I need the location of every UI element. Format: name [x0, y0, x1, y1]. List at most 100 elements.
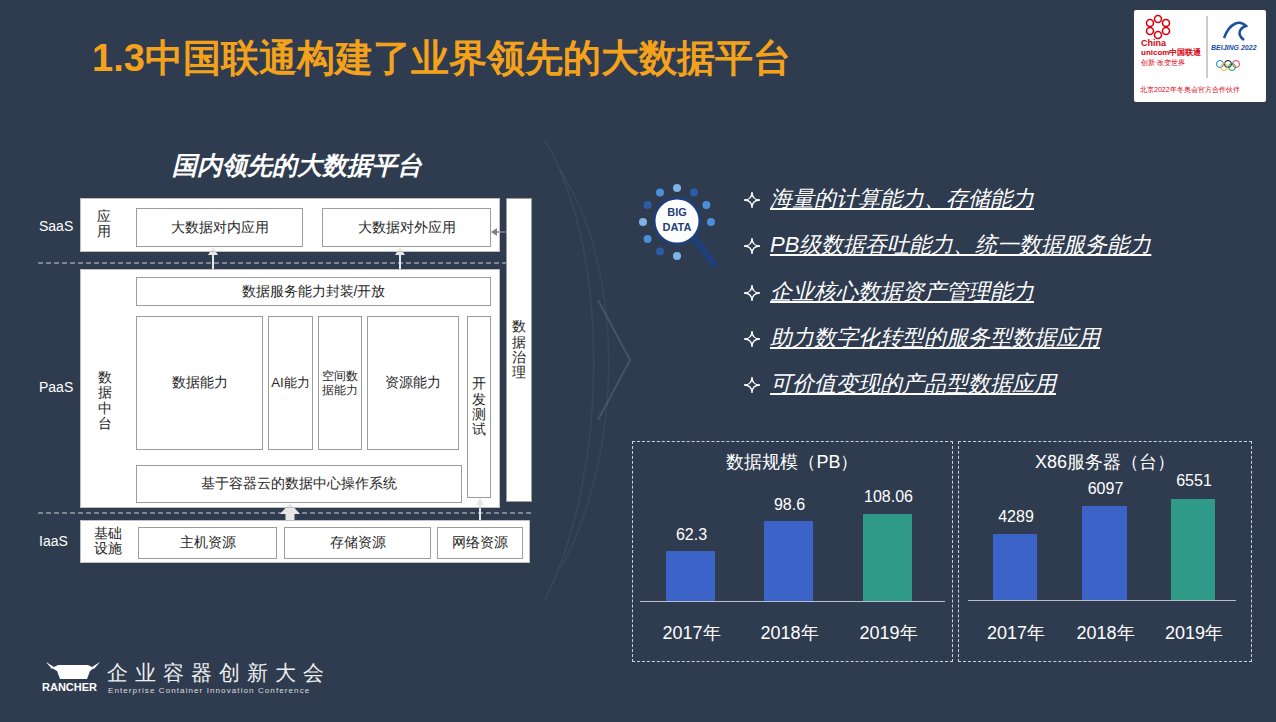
bullet-star	[744, 331, 760, 347]
box-fill	[268, 316, 313, 450]
capability-box: 数据能力	[136, 316, 263, 450]
resource-box: 主机资源	[138, 527, 277, 559]
node-text: 108.06	[849, 488, 929, 506]
bar	[1082, 506, 1127, 600]
box-fill	[80, 269, 500, 508]
node-text: 数据规模（PB）	[633, 450, 952, 474]
box-fill	[467, 316, 491, 498]
bullet-star	[744, 192, 760, 208]
bullet-star	[744, 285, 760, 301]
capability-box: 空间数据能力	[318, 316, 362, 450]
chart-panel: X86服务器（台）4289609765512017年2018年2019年	[958, 441, 1252, 662]
icon-text: DATA	[652, 221, 702, 234]
governance-box: 数据治理	[506, 198, 532, 502]
node-text: 2018年	[750, 621, 830, 645]
axis-line	[640, 601, 945, 602]
axis-line	[968, 600, 1236, 601]
logo-text: BEIJING 2022	[1211, 44, 1257, 52]
logo-ground	[1134, 10, 1266, 102]
bigdata-icon	[639, 184, 715, 264]
service-box: 数据服务能力封装/开放	[136, 277, 491, 306]
box-fill	[80, 520, 530, 563]
conference-subtitle: Enterprise Container Innovation Conferen…	[108, 686, 310, 696]
knot-loop	[1147, 20, 1154, 27]
chart-panel: 数据规模（PB） 62.3 98.6 108.06 2017年 2018年 2019年	[632, 441, 953, 662]
icon-text: BIG	[652, 206, 702, 219]
app-box: 大数据对外应用	[322, 208, 491, 247]
node-text: 数据治理	[512, 319, 526, 381]
node-text: 应用	[97, 209, 111, 240]
knot-loop	[1155, 16, 1162, 23]
capability-box: 资源能力	[367, 316, 459, 450]
capability-box: AI能力	[268, 316, 313, 450]
cow-horn	[92, 662, 100, 669]
bullet-text: 企业核心数据资产管理能力	[770, 279, 1034, 305]
logo-text: China	[1141, 38, 1166, 49]
node-text: 2019年	[849, 621, 929, 645]
knot-loop	[1155, 32, 1162, 39]
icon-dot	[644, 235, 652, 243]
logo-slogan: 创新·改变世界	[1141, 59, 1185, 67]
rancher-logo	[46, 662, 100, 679]
icon-dot	[673, 252, 681, 260]
bullet-star	[744, 238, 760, 254]
bar	[666, 551, 715, 601]
node-text: 数据中台	[98, 370, 112, 432]
bar	[764, 521, 813, 601]
node-text: 98.6	[750, 496, 830, 514]
logo-note: 北京2022年冬奥会官方合作伙伴	[1140, 86, 1240, 94]
box-fill	[284, 527, 431, 559]
resource-box: 存储资源	[284, 527, 431, 559]
node-text: 网络资源	[452, 534, 508, 552]
unicom-knot	[1147, 16, 1170, 39]
box-fill	[322, 208, 491, 247]
node-text: 62.3	[652, 526, 732, 544]
node-text: 基于容器云的数据中心操作系统	[201, 475, 397, 493]
bullet-text: 海量的计算能力、存储能力	[770, 186, 1034, 212]
node-text: SaaS	[39, 218, 73, 234]
icon-dot	[702, 201, 710, 209]
decor-curve	[545, 140, 594, 600]
ring	[1221, 64, 1228, 71]
diagram-heading: 国内领先的大数据平台	[172, 150, 422, 180]
box-fill	[136, 316, 263, 450]
box-fill	[136, 465, 462, 503]
app-box: 大数据对内应用	[136, 208, 303, 247]
node-text: 2017年	[652, 621, 732, 645]
slide-title: 1.3中国联通构建了业界领先的大数据平台	[92, 36, 791, 82]
knot-loop	[1163, 28, 1170, 35]
bullet-text: 助力数字化转型的服务型数据应用	[770, 325, 1100, 351]
layer-band: SaaS应用大数据对内应用大数据对外应用	[80, 198, 500, 252]
box-fill	[136, 208, 303, 247]
icon-dot	[644, 201, 652, 209]
box-fill	[80, 198, 500, 252]
node-text: IaaS	[39, 533, 68, 549]
node-text: 2017年	[976, 621, 1056, 645]
cow-horn	[46, 662, 54, 669]
resource-box: 网络资源	[437, 527, 523, 559]
icon-dot	[656, 247, 664, 255]
node-text: 数据能力	[172, 374, 228, 392]
bar	[863, 514, 912, 601]
node-text: 2018年	[1066, 621, 1146, 645]
node-text: 数据服务能力封装/开放	[242, 283, 386, 301]
layer-band: PaaS数据中台数据服务能力封装/开放数据能力AI能力空间数据能力资源能力开发测…	[80, 269, 500, 508]
box-fill	[367, 316, 459, 450]
devtest-box: 开发测试	[467, 316, 491, 498]
flow-arrow	[212, 255, 214, 269]
layer-separator	[38, 263, 532, 264]
bullet-text: PB级数据吞吐能力、统一数据服务能力	[770, 232, 1151, 258]
box-fill	[318, 316, 362, 450]
box-fill	[506, 198, 532, 502]
bullet-stars	[744, 192, 760, 393]
node-text: X86服务器（台）	[959, 450, 1251, 474]
knot-loop	[1163, 20, 1170, 27]
bar-chart	[640, 499, 1236, 602]
node-text: 开发测试	[472, 376, 486, 438]
node-text: 大数据对外应用	[358, 219, 456, 237]
knot-loop	[1147, 28, 1154, 35]
layer-band: IaaS基础设施主机资源存储资源网络资源	[80, 520, 530, 563]
node-text: 基础设施	[94, 526, 122, 557]
node-text: 2019年	[1154, 621, 1234, 645]
